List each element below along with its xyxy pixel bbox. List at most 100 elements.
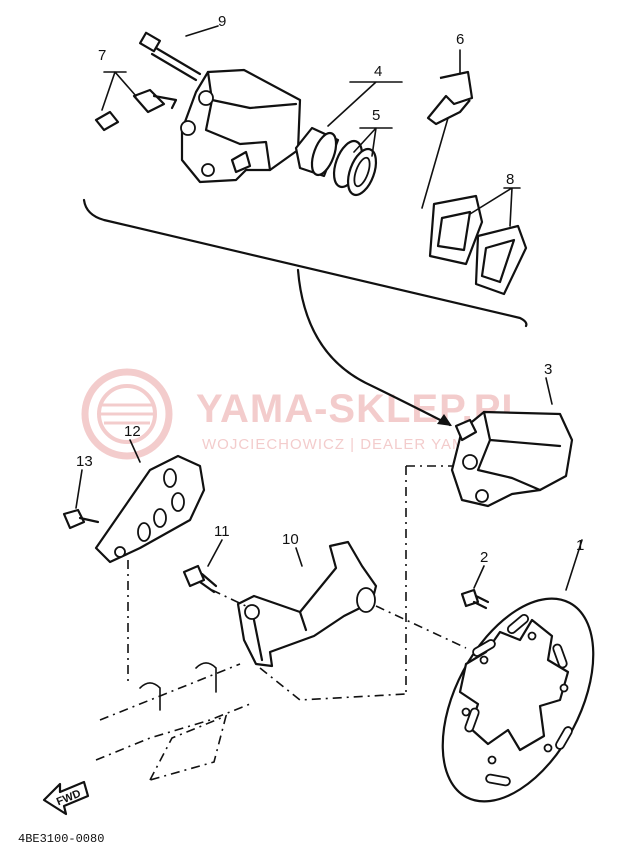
bolt-disc-shank <box>472 594 490 610</box>
swingarm-side <box>148 714 228 782</box>
caliper-body-hole-3 <box>201 163 215 177</box>
disc-guard-mount-hole <box>114 546 126 558</box>
group-bracket-line <box>82 198 528 328</box>
caliper-assembly-hole-1 <box>462 454 478 470</box>
disc-bolt-hole-6 <box>479 655 489 665</box>
callout-4: 4 <box>374 63 382 80</box>
brake-pad-leader <box>469 187 521 227</box>
swingarm-lower-edge <box>95 703 251 761</box>
piston-face <box>310 131 338 177</box>
part-pad-spring: 6 <box>421 31 474 209</box>
bolt-bracket-leader <box>207 539 223 567</box>
disc-guard-leader <box>129 439 141 463</box>
caliper-assembly-edges <box>476 410 562 492</box>
seal-inner-hole <box>353 156 371 188</box>
part-bolt-bracket: 11 <box>182 523 230 594</box>
callout-5: 5 <box>372 107 380 124</box>
callout-8: 8 <box>506 171 514 188</box>
part-caliper-body-exploded <box>180 68 302 184</box>
disc-slot-6 <box>472 639 496 657</box>
pin-shaft-bottom <box>150 52 198 82</box>
part-seal-kit: 5 <box>332 107 393 197</box>
pad-spring-shape <box>426 70 474 126</box>
disc-bolt-hole-5 <box>461 707 471 717</box>
disc-bolt-hole-1 <box>527 631 537 641</box>
callout-3: 3 <box>544 361 552 378</box>
part-bleed-screw: 7 <box>94 47 178 132</box>
callout-7: 7 <box>98 47 106 64</box>
part-pin: 9 <box>138 13 226 82</box>
callout-11: 11 <box>214 523 230 540</box>
disc-guard-slot-3 <box>153 508 167 528</box>
swingarm-outline <box>95 662 251 782</box>
disc-slot-5 <box>464 707 480 733</box>
disc-guard-slot-1 <box>163 468 177 488</box>
disc-slot-3 <box>555 726 573 750</box>
part-disc-guard: 12 <box>94 423 206 564</box>
disc-bolt-hole-2 <box>559 683 569 693</box>
disc-guard-outline <box>94 454 206 564</box>
callout-13: 13 <box>76 453 93 470</box>
part-piston: 4 <box>294 63 403 178</box>
seal-leader <box>353 127 393 157</box>
bolt-guard-shank <box>78 516 100 524</box>
part-brake-disc: 1 <box>441 537 595 803</box>
disc-inner-carrier <box>458 618 570 752</box>
watermark-logo-lines <box>100 403 154 425</box>
callout-1: 1 <box>576 537 584 554</box>
callout-10: 10 <box>282 531 299 548</box>
caliper-bracket-edges <box>252 610 308 662</box>
fwd-arrow-shape <box>42 780 90 816</box>
fwd-direction-arrow: FWD <box>42 780 90 816</box>
assembly-arrow-head <box>437 414 452 426</box>
disc-slot-2 <box>552 643 568 669</box>
pin-leader <box>185 25 219 37</box>
bolt-bracket-shank <box>198 572 218 594</box>
part-bolt-guard: 13 <box>62 453 100 530</box>
caliper-assembly-hole-2 <box>475 489 489 503</box>
callout-2: 2 <box>480 549 488 566</box>
callout-9: 9 <box>218 13 226 30</box>
caliper-body-hole-2 <box>180 120 196 136</box>
disc-bolt-hole-3 <box>543 743 553 753</box>
swingarm-upper-edge <box>99 663 241 721</box>
brake-pad-1 <box>428 194 484 266</box>
disc-leader <box>565 539 583 591</box>
caliper-body-nipple <box>230 150 252 174</box>
bleed-screw-washer <box>152 94 178 110</box>
bleed-screw-cap <box>132 88 166 114</box>
assembly-arrow-line <box>296 268 452 427</box>
part-caliper-bracket: 10 <box>236 531 378 668</box>
caliper-bracket-leader <box>295 547 303 567</box>
bolt-guard-leader <box>75 469 83 509</box>
bracket-bolt-line <box>211 589 251 609</box>
part-bolt-disc: 2 <box>460 549 490 610</box>
part-caliper-assembly: 3 <box>450 361 574 508</box>
watermark-logo-inner <box>97 384 157 444</box>
disc-slot-1 <box>506 613 530 635</box>
pin-head <box>138 31 162 53</box>
watermark-subtitle: WOJCIECHOWICZ | DEALER YAMAHA <box>202 436 499 453</box>
callout-6: 6 <box>456 31 464 48</box>
bleed-screw-body <box>94 110 120 132</box>
disc-guard-slot-4 <box>137 522 151 542</box>
bolt-disc-leader <box>473 565 485 589</box>
disc-bolt-hole-4 <box>487 755 497 765</box>
watermark-logo-ring <box>81 368 173 460</box>
disc-slot-4 <box>485 773 511 787</box>
bleed-screw-leader <box>101 71 137 111</box>
piston-leader <box>327 81 403 127</box>
caliper-assembly-leader <box>545 377 553 405</box>
caliper-assembly-bleeder <box>454 418 478 442</box>
pad-spring-line <box>421 117 449 209</box>
caliper-bracket-axle-hole <box>356 587 376 613</box>
caliper-body-edges <box>204 70 298 172</box>
bolt-bracket-head <box>182 564 206 588</box>
pin-shaft-top <box>154 46 202 76</box>
part-brake-pad-kit: 8 <box>428 171 528 296</box>
swingarm-tab-1 <box>139 682 161 711</box>
caliper-body-hole-1 <box>198 90 214 106</box>
bracket-center-line <box>259 667 407 701</box>
